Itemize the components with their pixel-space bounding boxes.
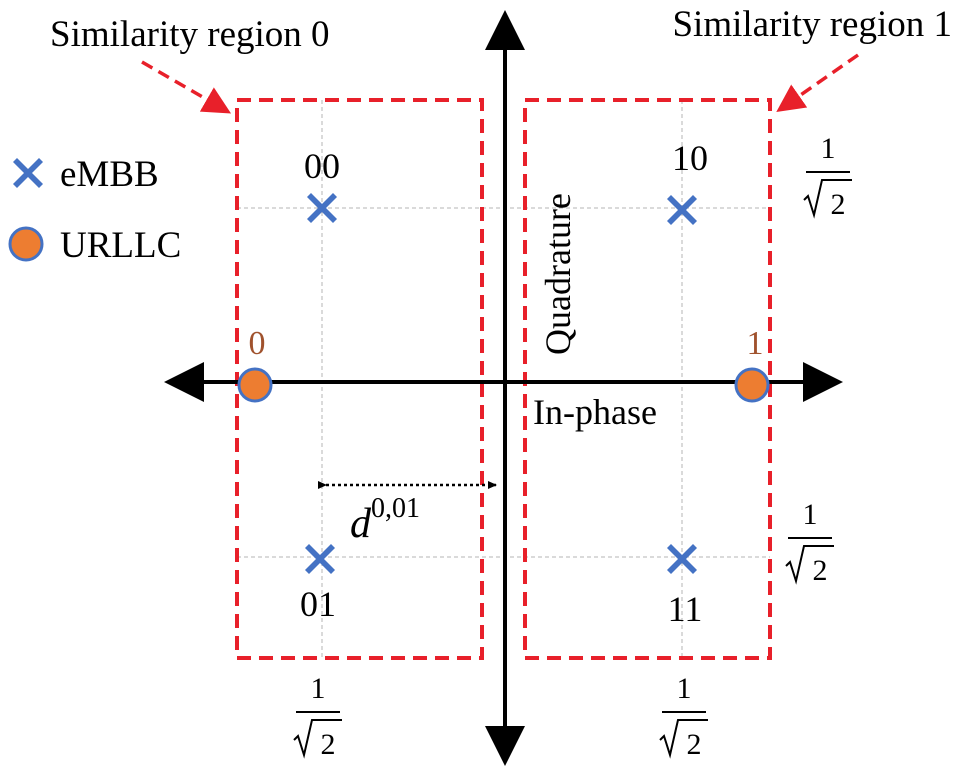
cross-icon xyxy=(667,544,697,574)
legend-urllc-label: URLLC xyxy=(60,225,181,266)
similarity-region-0-label: Similarity region 0 xyxy=(50,14,330,55)
embb-symbol-11 xyxy=(667,544,697,574)
circle-icon xyxy=(8,226,44,262)
legend-embb-marker xyxy=(13,158,43,188)
embb-label-11: 11 xyxy=(668,589,703,629)
distance-superscript: 0,01 xyxy=(371,493,420,524)
sqrt-icon xyxy=(659,719,708,759)
fraction-numerator: 1 xyxy=(677,672,692,705)
fraction-radicand: 2 xyxy=(831,188,846,221)
fraction-bottom-right: 1 2 xyxy=(659,672,708,761)
fraction-numerator: 1 xyxy=(803,498,818,531)
urllc-label-1: 1 xyxy=(747,325,764,362)
fraction-top-right: 1 2 xyxy=(803,132,852,221)
distance-base: d xyxy=(350,501,372,547)
similarity-region-1-box xyxy=(523,98,772,660)
cross-icon xyxy=(667,195,697,225)
embb-symbol-10 xyxy=(667,195,697,225)
sqrt-icon xyxy=(803,179,852,219)
embb-label-00: 00 xyxy=(304,146,340,186)
quadrature-axis-label: Quadrature xyxy=(538,193,578,355)
similarity-region-0-box xyxy=(235,98,484,660)
embb-label-01: 01 xyxy=(300,584,336,624)
cross-icon xyxy=(13,158,43,188)
embb-symbol-00 xyxy=(307,193,337,223)
in-phase-axis-label: In-phase xyxy=(533,392,657,432)
distance-label: d0,01 xyxy=(350,493,420,547)
urllc-label-0: 0 xyxy=(249,325,266,362)
region-1-pointer-arrow xyxy=(776,53,860,113)
similarity-region-1-label: Similarity region 1 xyxy=(672,4,952,45)
fraction-numerator: 1 xyxy=(311,672,326,705)
fraction-lower-right: 1 2 xyxy=(785,498,834,587)
cross-icon xyxy=(305,544,335,574)
legend: eMBB URLLC xyxy=(8,154,181,266)
urllc-symbol-1 xyxy=(734,367,770,403)
sqrt-icon xyxy=(785,545,834,585)
fraction-radicand: 2 xyxy=(321,728,336,761)
sqrt-icon xyxy=(293,719,342,759)
fraction-numerator: 1 xyxy=(821,132,836,165)
region-0-pointer-arrow xyxy=(141,60,232,114)
embb-label-10: 10 xyxy=(672,138,708,178)
fraction-radicand: 2 xyxy=(813,554,828,587)
fraction-bottom-left: 1 2 xyxy=(293,672,342,761)
fraction-radicand: 2 xyxy=(687,728,702,761)
embb-symbol-01 xyxy=(305,544,335,574)
cross-icon xyxy=(307,193,337,223)
legend-embb-label: eMBB xyxy=(60,154,159,195)
urllc-symbol-0 xyxy=(237,367,273,403)
